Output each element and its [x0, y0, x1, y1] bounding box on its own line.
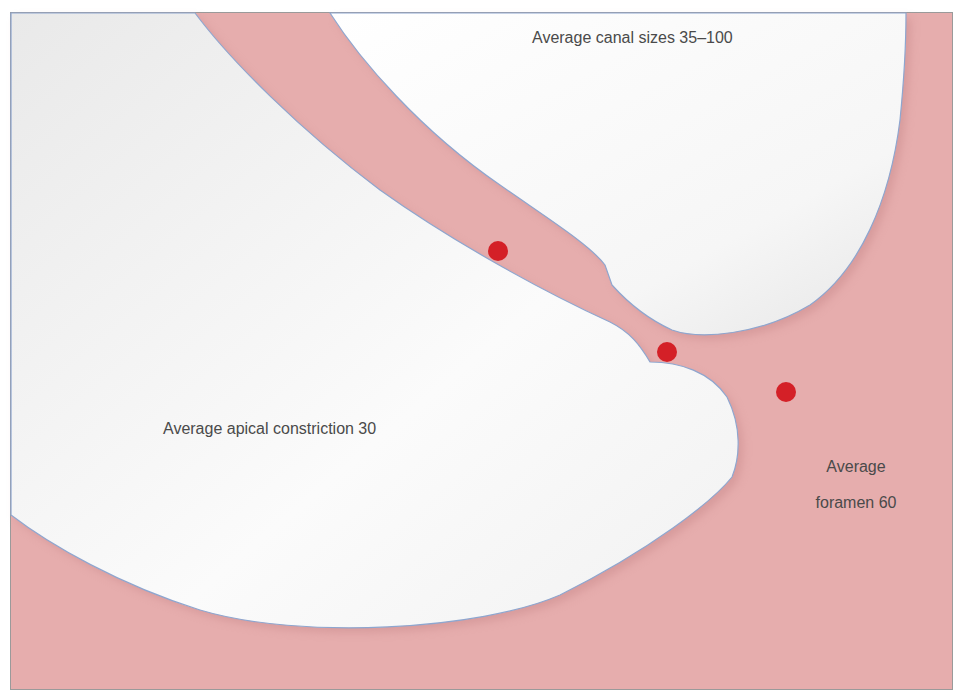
constriction-label: Average apical constriction 30 — [163, 419, 376, 439]
canal-marker — [488, 241, 508, 261]
foramen-marker — [776, 382, 796, 402]
root-wall-right — [330, 13, 906, 335]
tissue-ground — [11, 13, 953, 690]
foramen-label: Average foramen 60 — [806, 449, 906, 521]
constriction-marker — [657, 342, 677, 362]
canal-size-label: Average canal sizes 35–100 — [532, 28, 733, 48]
